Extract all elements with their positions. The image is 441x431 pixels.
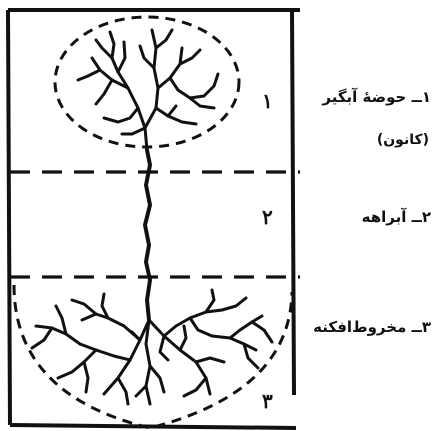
label-catchment-basin: ۱ــ حوضهٔ آبگیر: [322, 88, 431, 106]
catchment-ellipse: [55, 17, 239, 147]
tributaries: [78, 30, 218, 150]
label-alluvial-fan: ۳ــ مخروط‌افکنه: [313, 318, 431, 336]
label-channel: ۲ــ آبراهه: [362, 208, 431, 226]
distributaries: [32, 290, 272, 404]
label-catchment-basin-sub: (کانون): [377, 132, 429, 148]
zone-number-1: ۱: [262, 89, 273, 113]
zone-dividers: [10, 172, 300, 277]
zone-number-2: ۲: [262, 205, 273, 229]
drainage-tree: [32, 30, 272, 404]
zone-number-3: ۳: [262, 389, 273, 413]
main-channel: [145, 150, 150, 320]
